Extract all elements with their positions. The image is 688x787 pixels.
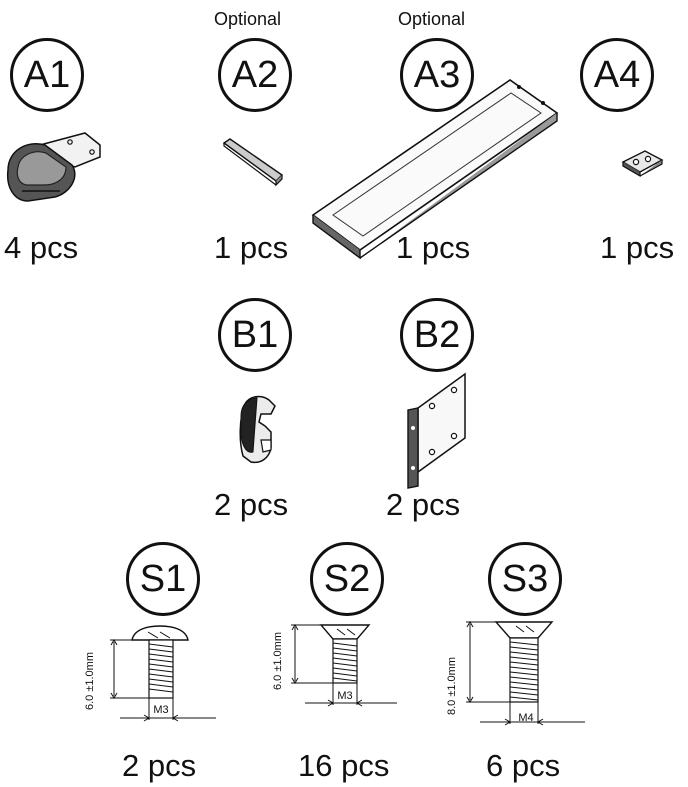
screw-s1-thread-label: M3 bbox=[153, 704, 169, 716]
part-b2-bracket-image bbox=[407, 372, 466, 489]
screw-s2-thread-label: M3 bbox=[337, 690, 353, 702]
part-a1-foot-image bbox=[6, 132, 101, 202]
label-b1: B1 bbox=[218, 298, 292, 372]
label-b2: B2 bbox=[400, 298, 474, 372]
label-a2: A2 bbox=[218, 38, 292, 112]
qty-s3: 6 pcs bbox=[486, 748, 561, 783]
screw-s3-length-label: 8.0 ±1.0mm bbox=[446, 656, 458, 715]
qty-b1: 2 pcs bbox=[214, 487, 289, 522]
qty-a3: 1 pcs bbox=[396, 230, 471, 265]
label-s2: S2 bbox=[310, 542, 384, 616]
label-a3: A3 bbox=[400, 38, 474, 112]
label-s1: S1 bbox=[126, 542, 200, 616]
qty-a2: 1 pcs bbox=[214, 230, 289, 265]
qty-b2: 2 pcs bbox=[386, 487, 461, 522]
screw-s1-drawing bbox=[110, 625, 216, 722]
screw-s3-drawing bbox=[466, 621, 585, 726]
screw-s2-length-label: 6.0 ±1.0mm bbox=[272, 631, 284, 690]
part-a4-bracket-image bbox=[621, 150, 664, 178]
label-a4: A4 bbox=[580, 38, 654, 112]
screw-s3-thread-label: M4 bbox=[518, 712, 534, 724]
part-a3-plate-image bbox=[311, 79, 559, 260]
qty-s2: 16 pcs bbox=[298, 748, 390, 783]
optional-note-a3: Optional bbox=[398, 9, 466, 29]
label-s3: S3 bbox=[488, 542, 562, 616]
screw-s2-drawing bbox=[291, 624, 397, 707]
part-b1-clip-image bbox=[239, 395, 276, 464]
qty-s1: 2 pcs bbox=[122, 748, 197, 783]
qty-a4: 1 pcs bbox=[600, 230, 675, 265]
part-a2-strip-image bbox=[222, 138, 284, 187]
screw-s1-length-label: 6.0 ±1.0mm bbox=[84, 651, 96, 710]
qty-a1: 4 pcs bbox=[4, 230, 79, 265]
optional-note-a2: Optional bbox=[214, 9, 282, 29]
label-a1: A1 bbox=[10, 38, 84, 112]
